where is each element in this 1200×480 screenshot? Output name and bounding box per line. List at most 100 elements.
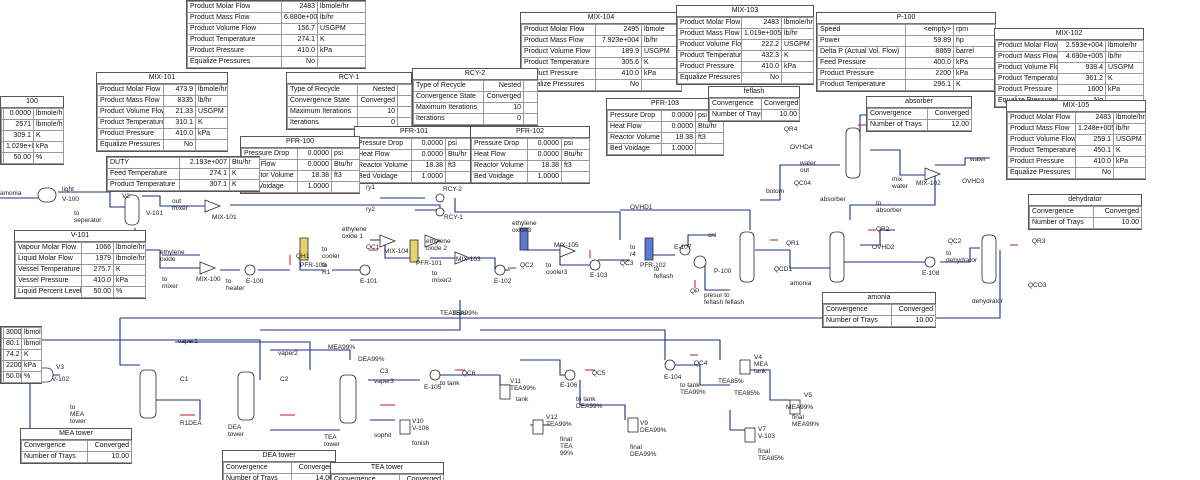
table-cell <box>523 91 538 103</box>
label-qc6: QC6 <box>462 370 476 377</box>
table-cell: Delta P (Actual Vol. Flow) <box>817 46 906 58</box>
absorber-column-icon <box>845 127 861 179</box>
table-cell: lbmole/hr <box>1113 112 1146 124</box>
table-cell: Vessel Pressure <box>15 275 82 287</box>
label-qc5: QC5 <box>592 370 606 377</box>
table-cell <box>523 80 538 92</box>
table-cell: Product Mass Flow <box>521 35 596 47</box>
table-cell <box>1113 167 1146 179</box>
label-dea99: DEA99% <box>358 356 385 363</box>
table-cell: Product Temperature <box>187 34 282 46</box>
table-title: absorber <box>867 97 971 108</box>
table-cell: 1066 <box>81 242 114 254</box>
equipment-icons[interactable] <box>34 127 997 443</box>
table-cell: 18.38 <box>661 132 696 144</box>
table-cell: 410.0 <box>163 128 196 140</box>
label-ethylene-oxide2: ethylene oxide 2 <box>426 238 451 252</box>
table-cell: 1.248e+005 <box>1075 123 1114 135</box>
e104-icon <box>664 359 676 371</box>
label-v100: V-100 <box>62 196 79 203</box>
table-cell <box>641 79 682 91</box>
table-cell: kPa <box>953 68 996 80</box>
table-cell <box>331 181 360 193</box>
table-cell: USGPM <box>781 39 814 51</box>
table-title: MIX-104 <box>521 13 681 24</box>
table-title: MIX-101 <box>97 73 227 84</box>
table-cell: lb/hr <box>781 28 814 40</box>
table-cell: Convergence <box>823 304 892 316</box>
label-ovhd3: OVHD3 <box>962 178 985 185</box>
table-cell: K <box>781 50 814 62</box>
label-tea99: TEA99% <box>452 310 478 317</box>
stream-lines[interactable] <box>0 114 1001 440</box>
table-cell: Product Volume Flow <box>97 106 164 118</box>
label-to-mea-tower: to MEA tower <box>70 404 86 425</box>
table-cell: 2483 <box>1075 112 1114 124</box>
label-vaper2: vaper2 <box>278 350 298 357</box>
label-v101: V-101 <box>146 210 163 217</box>
table-cell <box>397 84 412 96</box>
table-cell: 450.1 <box>1075 145 1114 157</box>
table-cell: No <box>741 72 782 84</box>
label-sophit: sophit <box>374 432 392 439</box>
e108-icon <box>924 256 936 268</box>
table-cell: Number of Trays <box>709 109 762 121</box>
label-ovhd1: OVHD1 <box>630 204 653 211</box>
table-cell: 2571 <box>3 119 34 131</box>
table-cell: Product Pressure <box>1007 156 1076 168</box>
table-cell: Product Temperature <box>1007 145 1076 157</box>
table-cell: Iterations <box>413 113 484 125</box>
label-qr4: QR4 <box>784 126 798 133</box>
table-cell: 0.0000 <box>527 138 562 150</box>
table-cell: Btu/hr <box>561 149 590 161</box>
table-cell: Bed Voidage <box>471 171 528 183</box>
table-cell: K <box>33 130 64 142</box>
stream-feflash-in <box>687 234 715 250</box>
table-left-bottom[interactable]: 3000lbmole/hr80.1lbmole/hr74.2K2200kPa50… <box>0 326 42 384</box>
stream-dea99 <box>350 339 721 360</box>
table-cell: 410.0 <box>281 45 318 57</box>
label-e101: E-101 <box>360 278 378 285</box>
label-amonia: amonia <box>0 190 22 197</box>
table-title: MIX-105 <box>1007 101 1145 112</box>
label-to-feflash: to feflash <box>654 266 674 280</box>
table-cell: kPa <box>33 141 64 153</box>
table-cell: No <box>595 79 642 91</box>
energy-streams[interactable] <box>180 124 1018 416</box>
